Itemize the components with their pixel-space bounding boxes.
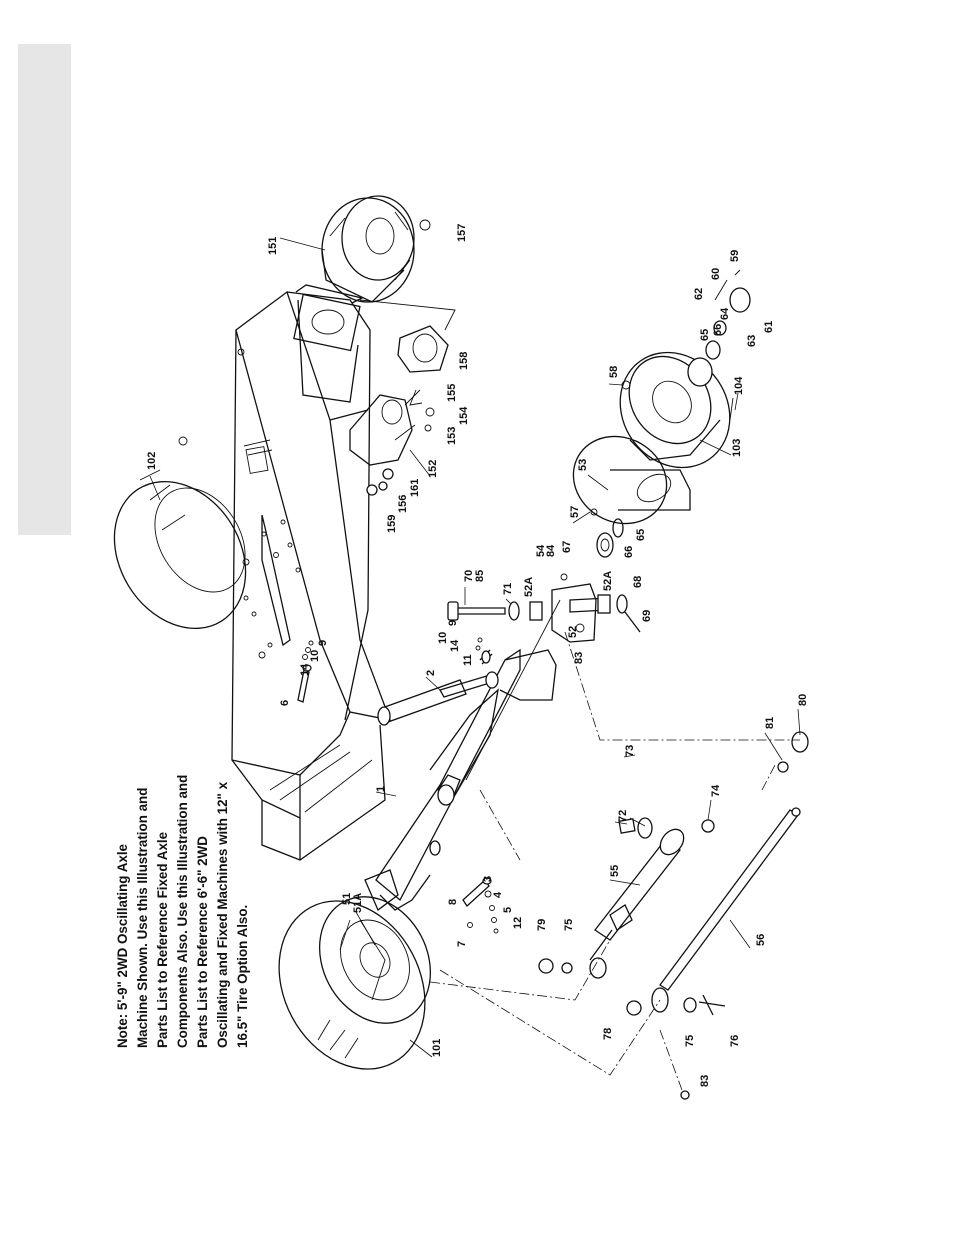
callout-65b: 65	[635, 529, 647, 541]
callout-9b: 9	[447, 620, 459, 626]
callout-71: 71	[502, 583, 514, 595]
callout-65a: 65	[699, 329, 711, 341]
callout-102: 102	[146, 452, 158, 470]
callout-52: 52	[567, 626, 579, 638]
note-line-1: Note: 5'-9" 2WD Oscillating Axle	[115, 844, 130, 1048]
callout-14b: 14	[449, 639, 461, 652]
hub-wheel-assembly	[572, 269, 751, 558]
callout-9a: 9	[317, 640, 329, 646]
callouts: 1 2 3 4 5 6 7 8 9 9 10 10 11 12 14 14 51…	[146, 224, 809, 1087]
callout-103: 103	[731, 439, 743, 457]
callout-4: 4	[492, 891, 504, 898]
page-tab	[18, 44, 71, 535]
callout-61: 61	[763, 321, 775, 333]
callout-64: 64	[719, 307, 731, 320]
callout-11: 11	[462, 654, 474, 666]
callout-81: 81	[764, 717, 776, 729]
callout-156: 156	[397, 495, 409, 513]
hardware-159-156-161	[366, 468, 394, 496]
callout-53: 53	[577, 459, 589, 471]
callout-58: 58	[608, 366, 620, 378]
steering-cylinder-55	[538, 817, 715, 979]
callout-80: 80	[797, 694, 809, 706]
callout-52a-bottom: 52A	[602, 571, 614, 591]
small-hardware	[297, 637, 499, 934]
callout-68: 68	[632, 576, 644, 588]
callout-75a: 75	[563, 919, 575, 931]
callout-83a: 83	[573, 652, 585, 664]
motor-152	[349, 299, 456, 466]
callout-73: 73	[624, 745, 636, 757]
callout-151: 151	[267, 237, 279, 255]
callout-10b: 10	[437, 632, 449, 644]
note-block: Note: 5'-9" 2WD Oscillating Axle Machine…	[115, 775, 250, 1048]
callout-10a: 10	[309, 650, 321, 662]
assembly-lines	[339, 631, 800, 1091]
spindle-assembly	[447, 573, 641, 643]
callout-78: 78	[602, 1028, 614, 1040]
callout-52a-top: 52A	[523, 577, 535, 597]
callout-51: 51	[341, 893, 353, 905]
main-frame	[178, 284, 392, 861]
callout-85: 85	[474, 570, 486, 582]
callout-84: 84	[545, 544, 557, 557]
callout-69: 69	[641, 610, 653, 622]
callout-5: 5	[502, 907, 514, 913]
callout-60: 60	[710, 268, 722, 280]
note-line-5: Parts List to Reference 6'-6" 2WD	[195, 836, 210, 1048]
note-line-2: Machine Shown. Use this Illustration and	[135, 788, 150, 1048]
note-line-3: Parts List to Reference Fixed Axle	[155, 832, 170, 1048]
axle-1	[364, 599, 561, 912]
note-line-4: Components Also. Use this Illustration a…	[175, 775, 190, 1048]
callout-55: 55	[609, 865, 621, 877]
callout-8: 8	[447, 899, 459, 905]
callout-66a: 66	[712, 324, 724, 336]
callout-72: 72	[617, 810, 629, 822]
callout-75b: 75	[684, 1035, 696, 1047]
callout-63: 63	[746, 335, 758, 347]
note-line-7: 16.5" Tire Option Also.	[235, 905, 250, 1048]
callout-161: 161	[409, 479, 421, 497]
callout-159: 159	[386, 515, 398, 533]
callout-158: 158	[458, 352, 470, 370]
rear-tire-102	[113, 469, 247, 630]
callout-leaders	[149, 237, 801, 1058]
callout-101: 101	[431, 1039, 443, 1057]
callout-54: 54	[535, 544, 547, 557]
callout-74: 74	[710, 784, 722, 797]
callout-79: 79	[536, 919, 548, 931]
callout-66b: 66	[623, 546, 635, 558]
motor-151	[321, 195, 431, 303]
callout-56: 56	[755, 934, 767, 946]
note-line-6: Oscillating and Fixed Machines with 12" …	[215, 781, 230, 1048]
callout-67: 67	[561, 541, 573, 553]
callout-83b: 83	[699, 1075, 711, 1087]
callout-1: 1	[375, 786, 387, 792]
cylinder-2	[377, 671, 499, 726]
callout-155: 155	[446, 384, 458, 402]
callout-59: 59	[729, 250, 741, 262]
callout-51a: 51A	[352, 893, 364, 913]
callout-104: 104	[733, 376, 745, 395]
callout-70: 70	[463, 570, 475, 582]
callout-14a: 14	[299, 663, 311, 676]
callout-157: 157	[456, 224, 468, 242]
callout-152: 152	[427, 460, 439, 478]
callout-76: 76	[729, 1035, 741, 1047]
callout-3: 3	[482, 876, 494, 882]
callout-7: 7	[456, 941, 468, 947]
callout-12: 12	[512, 917, 524, 929]
callout-57: 57	[569, 506, 581, 518]
callout-154: 154	[458, 406, 470, 425]
callout-153: 153	[446, 427, 458, 445]
callout-62: 62	[693, 288, 705, 300]
callout-6: 6	[279, 700, 291, 706]
callout-2: 2	[425, 670, 437, 676]
